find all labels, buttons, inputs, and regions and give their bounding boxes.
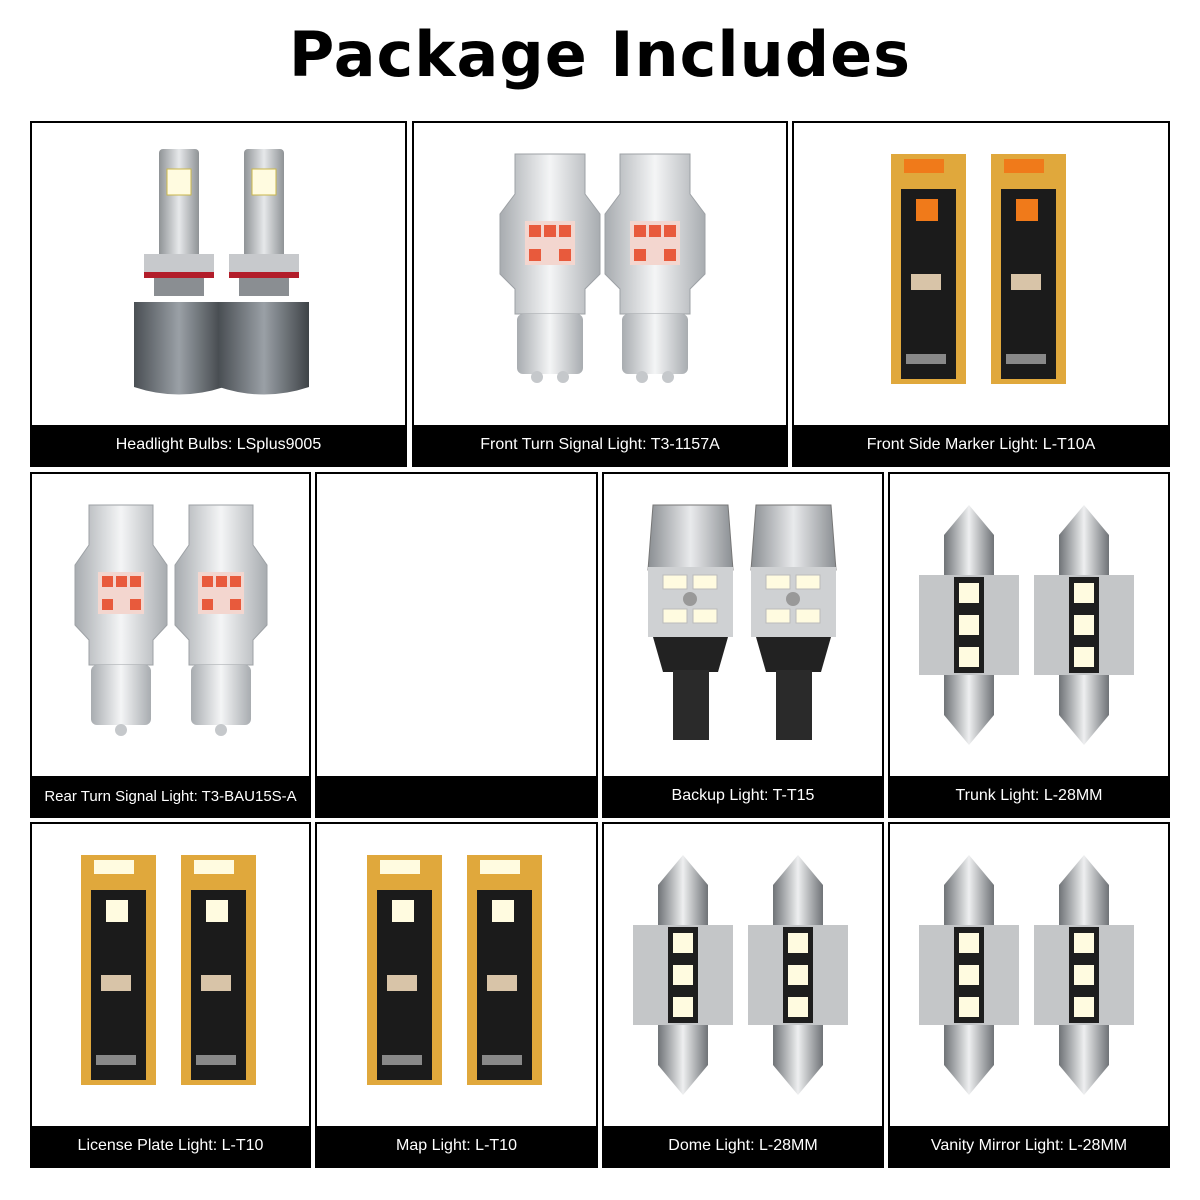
product-caption: Front Turn Signal Light: T3-1157A bbox=[414, 425, 786, 465]
product-caption: Trunk Light: L-28MM bbox=[890, 776, 1168, 816]
product-card-empty bbox=[315, 472, 598, 818]
product-card-vanity-mirror: Vanity Mirror Light: L-28MM bbox=[888, 822, 1170, 1168]
product-caption: License Plate Light: L-T10 bbox=[32, 1126, 309, 1166]
product-caption: Map Light: L-T10 bbox=[317, 1126, 596, 1166]
product-card-dome: Dome Light: L-28MM bbox=[602, 822, 884, 1168]
product-card-front-side-marker: Front Side Marker Light: L-T10A bbox=[792, 121, 1170, 467]
wedge-bulb-amber-icon bbox=[794, 123, 1168, 425]
festoon-bulb-icon bbox=[604, 824, 882, 1126]
wedge-bulb-white-icon bbox=[32, 824, 309, 1126]
turn-signal-bulb-icon bbox=[32, 474, 309, 776]
headlight-bulb-icon bbox=[32, 123, 405, 425]
product-card-rear-turn-signal: Rear Turn Signal Light: T3-BAU15S-A bbox=[30, 472, 311, 818]
product-caption bbox=[317, 776, 596, 816]
product-caption: Backup Light: T-T15 bbox=[604, 776, 882, 816]
product-caption: Dome Light: L-28MM bbox=[604, 1126, 882, 1166]
product-card-trunk: Trunk Light: L-28MM bbox=[888, 472, 1170, 818]
backup-bulb-icon bbox=[604, 474, 882, 776]
product-card-map: Map Light: L-T10 bbox=[315, 822, 598, 1168]
product-caption: Front Side Marker Light: L-T10A bbox=[794, 425, 1168, 465]
product-card-headlight: Headlight Bulbs: LSplus9005 bbox=[30, 121, 407, 467]
festoon-bulb-icon bbox=[890, 824, 1168, 1126]
page-title: Package Includes bbox=[288, 18, 912, 91]
wedge-bulb-white-icon bbox=[317, 824, 596, 1126]
product-caption: Headlight Bulbs: LSplus9005 bbox=[32, 425, 405, 465]
festoon-bulb-icon bbox=[890, 474, 1168, 776]
product-card-backup: Backup Light: T-T15 bbox=[602, 472, 884, 818]
product-card-license-plate: License Plate Light: L-T10 bbox=[30, 822, 311, 1168]
turn-signal-bulb-icon bbox=[414, 123, 786, 425]
product-caption: Vanity Mirror Light: L-28MM bbox=[890, 1126, 1168, 1166]
product-card-front-turn-signal: Front Turn Signal Light: T3-1157A bbox=[412, 121, 788, 467]
product-caption: Rear Turn Signal Light: T3-BAU15S-A bbox=[32, 776, 309, 816]
